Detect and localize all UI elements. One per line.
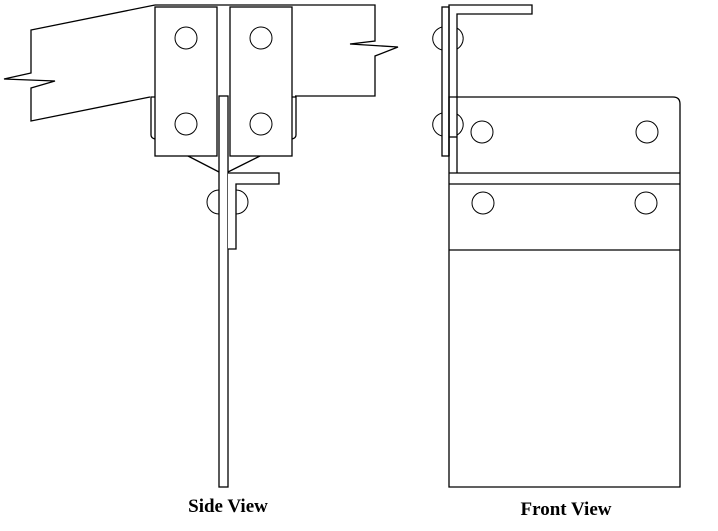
weld-line-right [227, 155, 261, 173]
bolt-hole [249, 112, 273, 136]
bolt-hole [174, 112, 198, 136]
bolt-hole [470, 120, 494, 144]
side-view [3, 4, 399, 488]
backing-plate [441, 6, 450, 157]
hanger-plate [218, 95, 229, 488]
splice-plate-left [154, 6, 218, 157]
main-plate [448, 96, 681, 488]
bolt-head-right [235, 189, 249, 215]
weld-line-left [187, 155, 220, 173]
weld-left [150, 96, 156, 140]
splice-plate-right [229, 6, 293, 157]
bolt-hole [635, 120, 659, 144]
beam-left-outline [3, 4, 156, 122]
front-view [432, 4, 681, 488]
beam-right-outline [155, 4, 399, 97]
bolt-head-left [206, 189, 220, 215]
bolt-hole [634, 191, 658, 215]
bolt-head-upper [432, 26, 464, 51]
side-view-label: Side View [188, 496, 268, 517]
bolt-hole [249, 26, 273, 50]
weld-right [291, 96, 297, 140]
angle-clip [228, 172, 280, 250]
bolt-hole [174, 26, 198, 50]
front-view-label: Front View [520, 499, 612, 520]
bolt-hole [471, 191, 495, 215]
angle-clip-front [448, 4, 533, 173]
bolt-head-lower [432, 112, 464, 137]
